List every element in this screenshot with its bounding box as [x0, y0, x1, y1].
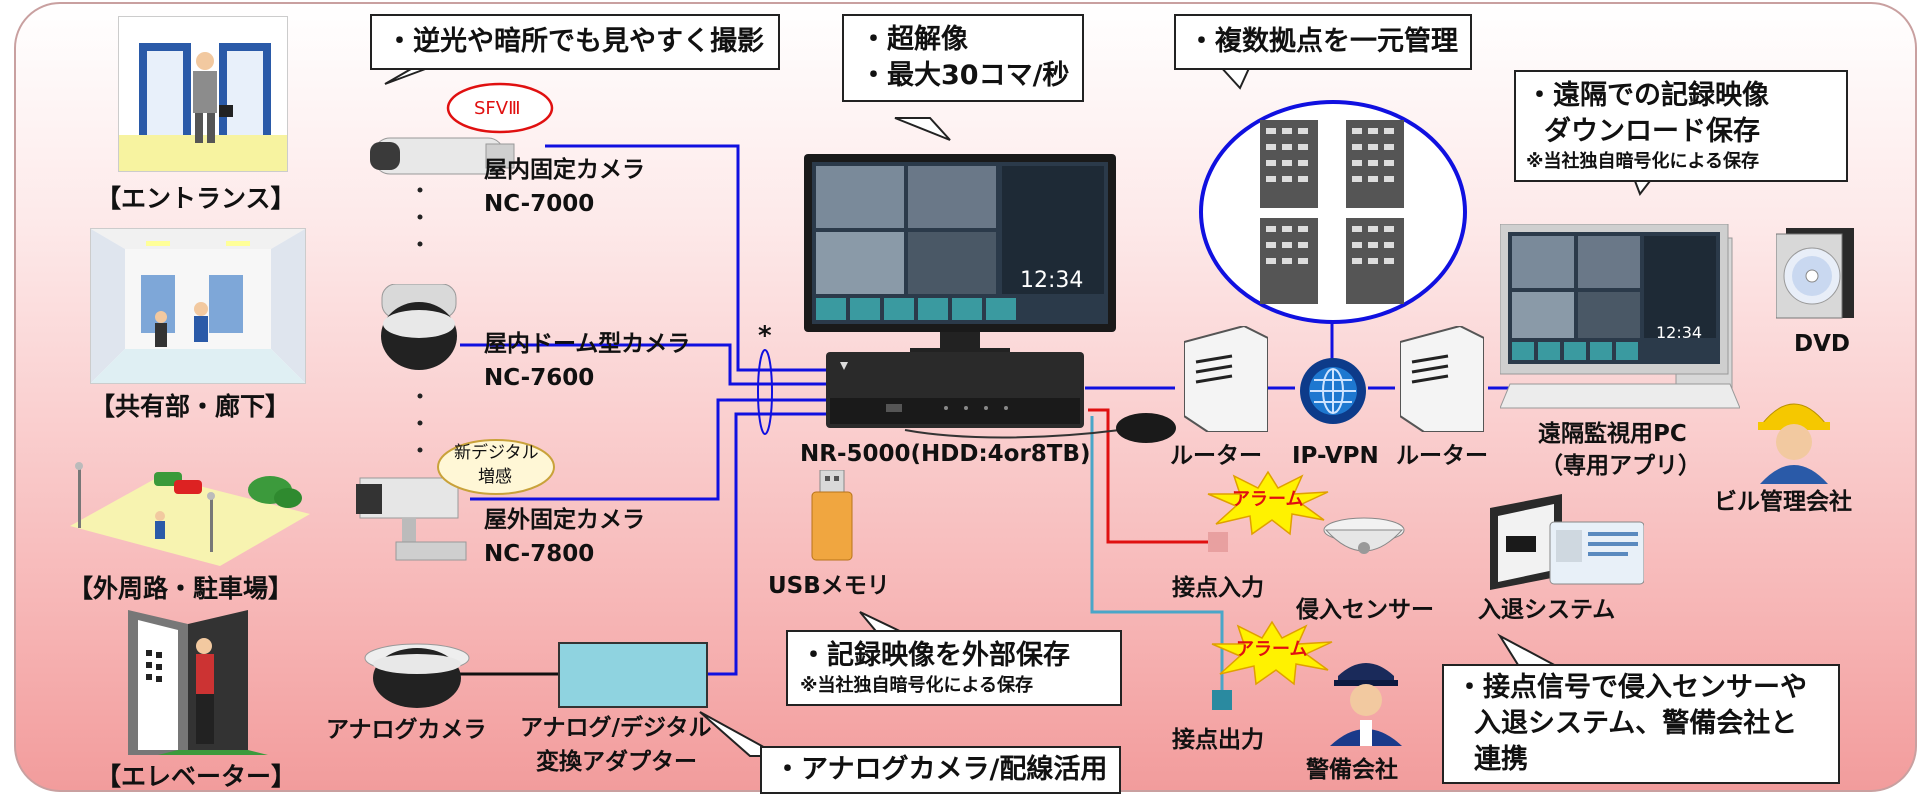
remote-pc-label-2: （専用アプリ） — [1540, 453, 1701, 479]
intrusion-sensor-icon — [1322, 516, 1406, 568]
indoor-dome-camera-icon — [374, 283, 464, 378]
sfv-badge-text: SFVⅢ — [474, 98, 521, 119]
access-control-label: 入退システム — [1478, 597, 1616, 623]
entrance-illustration — [118, 16, 288, 172]
cable-asterisk: * — [758, 321, 772, 351]
common-area-illustration — [90, 228, 306, 384]
location-label-elevator: 【エレベーター】 — [96, 762, 297, 791]
cable-bundle — [757, 349, 773, 435]
callout-resolution-line2: ・最大30コマ/秒 — [860, 60, 1070, 91]
dvd-label: DVD — [1794, 331, 1850, 357]
callout-backlight: ・逆光や暗所でも見やすく撮影 — [370, 14, 780, 70]
adapter-label-1: アナログ/デジタル — [520, 715, 712, 741]
callout-multi-site-text: ・複数拠点を一元管理 — [1188, 26, 1458, 57]
camera-3-name: 屋外固定カメラ — [484, 507, 645, 533]
elevator-illustration — [118, 610, 268, 755]
alarm-burst-output: アラーム — [1210, 620, 1334, 690]
callout-external-storage: ・記録映像を外部保存 ※当社独自暗号化による保存 — [786, 630, 1122, 706]
callout-contact-line1: ・接点信号で侵入センサーや — [1456, 672, 1807, 703]
contact-output-terminal — [1212, 690, 1232, 710]
security-company-label: 警備会社 — [1306, 757, 1398, 783]
callout-analog-text: ・アナログカメラ/配線活用 — [774, 754, 1108, 785]
mouse-cable — [904, 429, 1121, 439]
security-guard-icon — [1324, 650, 1408, 750]
callout-remote-dl-note: ※当社独自暗号化による保存 — [1526, 151, 1759, 172]
contact-input-label: 接点入力 — [1172, 575, 1264, 601]
callout-contact-signal: ・接点信号で侵入センサーや 入退システム、警備会社と 連携 — [1442, 664, 1840, 784]
usb-memory-label: USBメモリ — [768, 573, 890, 599]
access-control-icon — [1490, 494, 1645, 596]
camera-1-model: NC-7000 — [484, 191, 595, 217]
monitor-clock: 12:34 — [1020, 268, 1084, 293]
multi-site-buildings — [1198, 98, 1468, 330]
callout-external-line1: ・記録映像を外部保存 — [800, 640, 1070, 671]
camera-1-name: 屋内固定カメラ — [484, 157, 645, 183]
cam1-line — [545, 144, 830, 372]
intrusion-sensor-label: 侵入センサー — [1296, 597, 1434, 623]
cam2-line — [460, 343, 830, 386]
callout-remote-dl-line2: ダウンロード保存 — [1544, 116, 1760, 147]
adapter-line — [704, 412, 830, 676]
adapter-label-2: 変換アダプター — [536, 749, 697, 775]
callout-remote-download: ・遠隔での記録映像 ダウンロード保存 ※当社独自暗号化による保存 — [1514, 70, 1848, 182]
ip-vpn-label: IP-VPN — [1292, 443, 1379, 469]
callout-resolution-line1: ・超解像 — [860, 24, 968, 55]
location-label-outdoor: 【外周路・駐車場】 — [68, 574, 294, 603]
remote-monitoring-pc-icon: 12:34 — [1499, 223, 1741, 424]
camera-2-name: 屋内ドーム型カメラ — [484, 331, 691, 357]
callout-external-note: ※当社独自暗号化による保存 — [800, 675, 1033, 696]
cam3-line — [470, 398, 830, 501]
callout-remote-dl-line1: ・遠隔での記録映像 — [1526, 80, 1769, 111]
sfv-badge: SFVⅢ — [446, 82, 554, 134]
callout-contact-line3: 連携 — [1474, 744, 1528, 775]
outdoor-parking-illustration — [70, 456, 310, 566]
callout-analog-reuse: ・アナログカメラ/配線活用 — [760, 746, 1122, 794]
mouse-icon — [1114, 410, 1178, 450]
building-manager-icon — [1752, 384, 1836, 488]
callout-contact-line2: 入退システム、警備会社と — [1474, 708, 1798, 739]
location-label-entrance: 【エントランス】 — [96, 184, 296, 213]
callout-backlight-text: ・逆光や暗所でも見やすく撮影 — [386, 26, 764, 57]
recorder-monitor: 12:34 — [804, 154, 1116, 358]
callout-resolution: ・超解像 ・最大30コマ/秒 — [842, 14, 1084, 102]
callout-multi-site: ・複数拠点を一元管理 — [1174, 14, 1472, 70]
recorder-unit-icon — [826, 352, 1086, 434]
callout-tail — [894, 117, 951, 141]
building-manager-label: ビル管理会社 — [1714, 489, 1852, 515]
router-left-label: ルーター — [1170, 443, 1262, 469]
contact-output-label: 接点出力 — [1172, 727, 1264, 753]
remote-pc-clock: 12:34 — [1656, 323, 1703, 342]
analog-camera-label: アナログカメラ — [326, 717, 487, 743]
digital-gain-text-2: 増感 — [478, 467, 512, 487]
remote-pc-label-1: 遠隔監視用PC — [1538, 421, 1687, 447]
alarm-output-text: アラーム — [1236, 639, 1308, 660]
camera-3-model: NC-7800 — [484, 541, 595, 567]
location-label-common: 【共有部・廊下】 — [90, 392, 291, 421]
analog-digital-adapter-box — [558, 642, 708, 708]
router-right-icon — [1399, 324, 1485, 436]
alarm-burst-input: アラーム — [1206, 470, 1330, 540]
indoor-fixed-camera-icon — [366, 130, 526, 186]
camera-ellipsis — [417, 187, 423, 453]
dvd-icon — [1775, 228, 1856, 324]
digital-gain-text-1: 新デジタル — [454, 443, 539, 463]
usb-memory-icon — [810, 469, 854, 566]
analog-camera-icon — [362, 636, 472, 720]
ip-vpn-globe-icon — [1298, 356, 1368, 430]
recorder-label: NR-5000(HDD:4or8TB) — [800, 441, 1091, 467]
router-right-label: ルーター — [1396, 443, 1488, 469]
outdoor-fixed-camera-icon — [356, 474, 476, 568]
alarm-input-text: アラーム — [1232, 489, 1304, 510]
contact-output-line — [1090, 416, 1224, 692]
router-left-icon — [1183, 324, 1269, 436]
contact-input-line — [1088, 408, 1208, 544]
contact-input-terminal — [1208, 532, 1228, 552]
digital-gain-badge: 新デジタル 増感 — [436, 438, 556, 496]
camera-2-model: NC-7600 — [484, 365, 595, 391]
